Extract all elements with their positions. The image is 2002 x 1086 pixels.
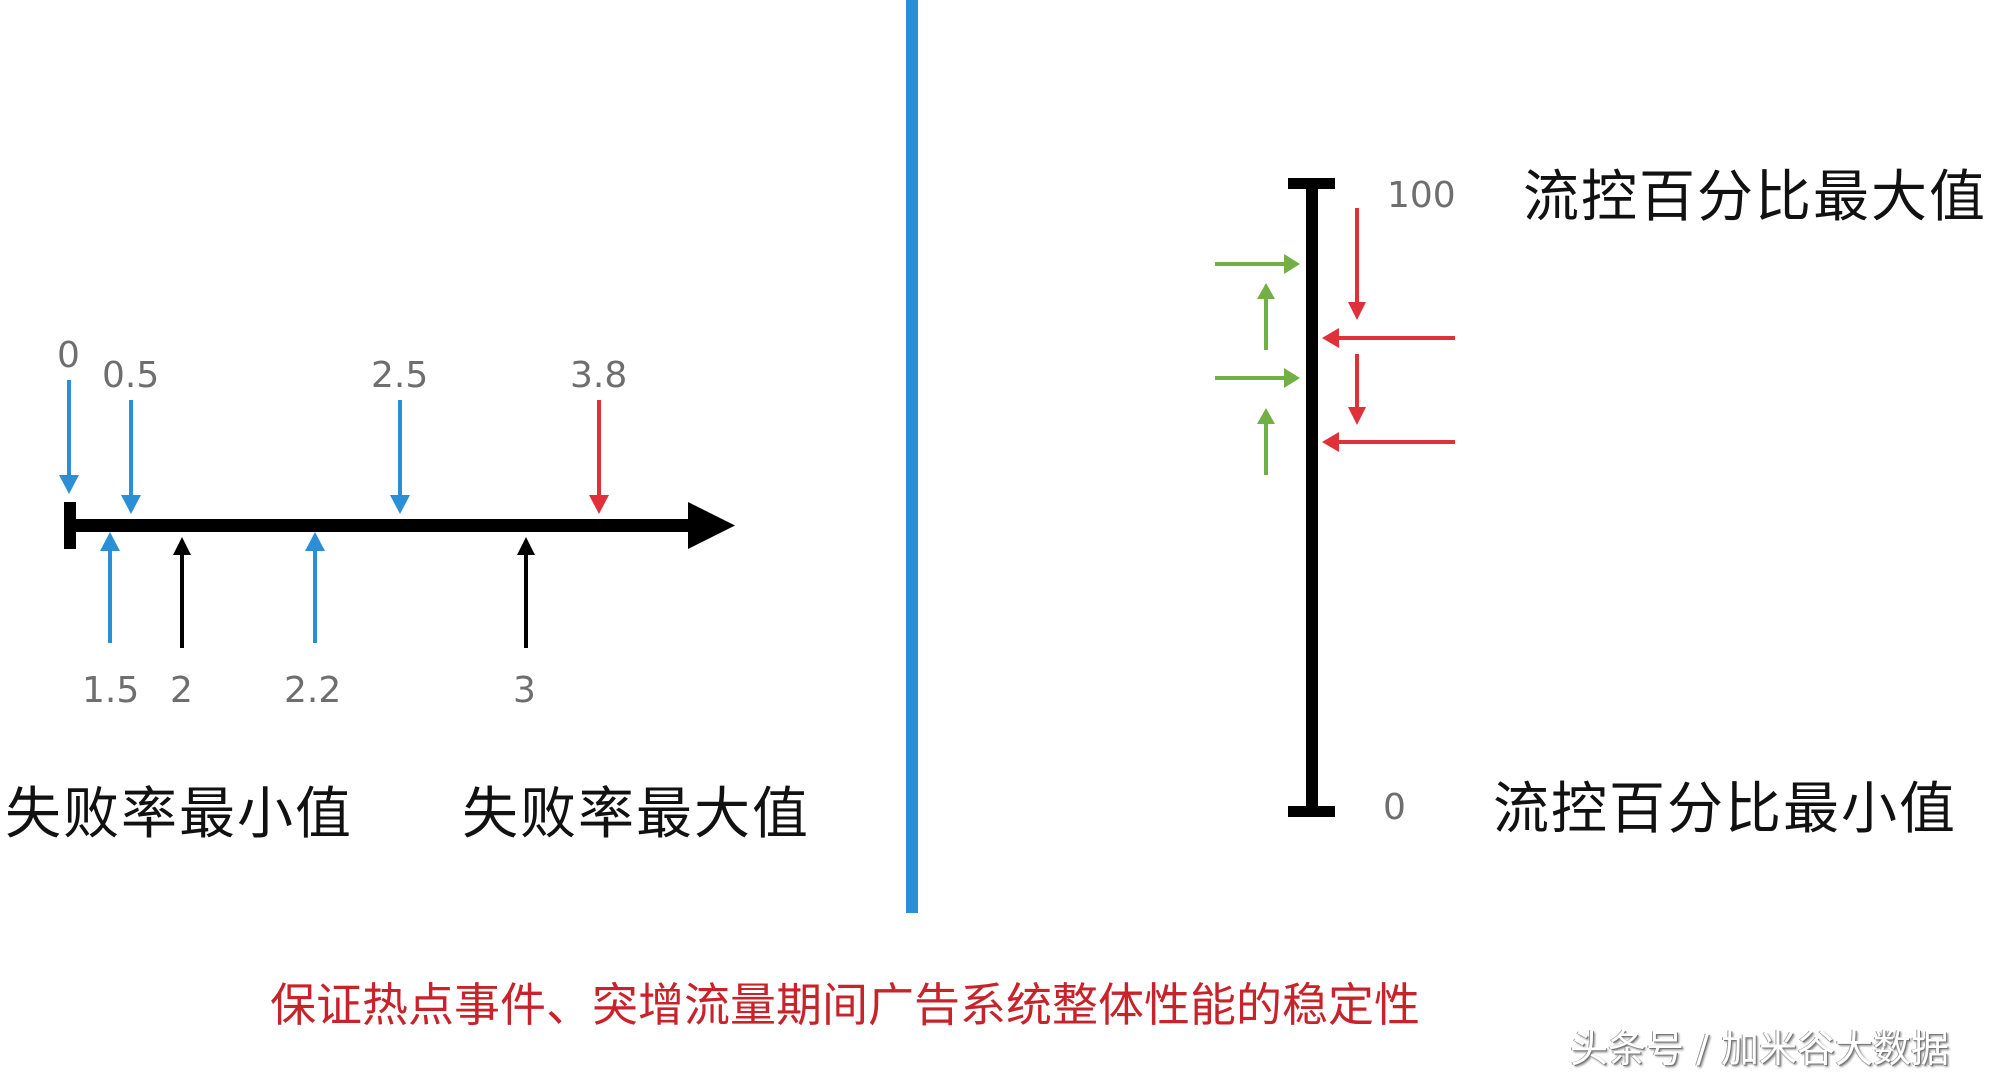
label-top-3.8: 3.8: [570, 355, 628, 396]
scale-top-value: 100: [1387, 175, 1456, 216]
arrow-down-3.8: [589, 400, 609, 514]
panel-divider: [906, 0, 918, 913]
failure-rate-max-caption: 失败率最大值: [462, 782, 810, 847]
arrow-down-2.5: [390, 400, 410, 514]
scale-bottom-value: 0: [1383, 787, 1406, 828]
label-bottom-1.5: 1.5: [82, 670, 140, 711]
footer-caption: 保证热点事件、突增流量期间广告系统整体性能的稳定性: [270, 978, 1420, 1032]
flow-control-scale: [1288, 178, 1335, 817]
arrow-up-3: [517, 537, 535, 648]
label-top-2.5: 2.5: [371, 355, 429, 396]
label-bottom-2.2: 2.2: [284, 670, 342, 711]
flow-control-min-caption: 流控百分比最小值: [1493, 777, 1957, 842]
failure-rate-axis: [64, 502, 735, 549]
arrow-down-0: [59, 380, 79, 494]
arrow-up-2.2: [305, 532, 325, 643]
label-bottom-2: 2: [170, 670, 193, 711]
arrow-up-1.5: [100, 532, 120, 643]
green-increase-arrows: [1215, 254, 1300, 475]
label-top-0: 0: [57, 335, 80, 376]
failure-rate-min-caption: 失败率最小值: [5, 782, 353, 847]
watermark: 头条号 / 加米谷大数据: [1570, 1027, 1949, 1071]
label-top-0.5: 0.5: [102, 355, 160, 396]
flow-control-max-caption: 流控百分比最大值: [1523, 165, 1987, 230]
label-bottom-3: 3: [513, 670, 536, 711]
arrow-down-0.5: [121, 400, 141, 514]
arrow-up-2: [173, 537, 191, 648]
red-decrease-arrows: [1322, 208, 1455, 452]
